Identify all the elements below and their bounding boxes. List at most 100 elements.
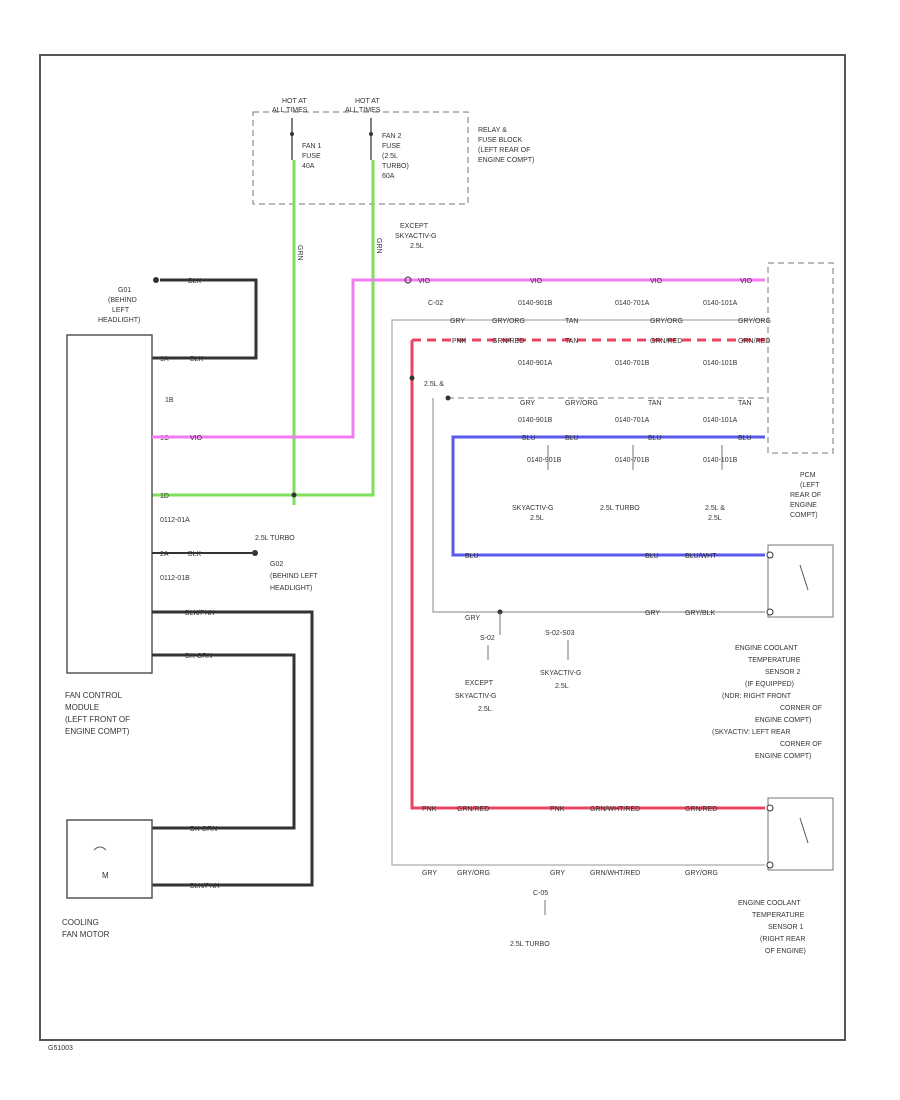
wire-motor-2	[152, 653, 296, 830]
wire-label-vio-5: VIO	[740, 278, 753, 285]
wire-label-motor-4: BLK/PNK	[190, 883, 220, 890]
wire-label-grn-2: GRN	[375, 238, 382, 254]
wire-label-blu-6: BLU	[645, 553, 659, 560]
svg-text:OF ENGINE): OF ENGINE)	[765, 948, 806, 955]
wire-red	[410, 340, 765, 810]
svg-text:(LEFT: (LEFT	[800, 482, 820, 489]
svg-text:1A: 1A	[160, 356, 169, 363]
except-top: EXCEPT	[400, 223, 429, 230]
svg-text:ENGINE COMPT): ENGINE COMPT)	[755, 717, 811, 724]
fuse1-label: FAN 1	[302, 143, 322, 150]
pcm-row-3: 0140-901B 0140-701A 0140-101A	[518, 417, 738, 424]
except-top-c: 2.5L	[410, 243, 424, 250]
svg-text:ENGINE COMPT): ENGINE COMPT)	[755, 753, 811, 760]
splice-s02-s03: S-02-S03	[545, 630, 575, 637]
relay-box-labels: HOT AT ALL TIMES HOT AT ALL TIMES FAN 1 …	[272, 98, 534, 180]
svg-text:SKYACTIV-G: SKYACTIV-G	[512, 505, 554, 512]
relay-box-name: RELAY &	[478, 127, 507, 134]
g01-label-d: HEADLIGHT)	[98, 317, 140, 324]
wire-label-grnred-4: GRN/RED	[457, 806, 489, 813]
wire-label-bluwht: BLU/WHT	[685, 553, 717, 560]
fcm-name-d: ENGINE COMPT)	[65, 727, 130, 736]
wire-label-gryorg-3: GRY/ORG	[685, 870, 718, 877]
ect2-label: ENGINE COOLANT TEMPERATURE SENSOR 2 (IF …	[712, 645, 822, 760]
wire-label-motor-3: DK GRN	[190, 826, 217, 833]
wire-label-grnred-3: GRN/RED	[738, 338, 770, 345]
svg-text:0140-901B: 0140-901B	[518, 300, 553, 307]
pcm-row-1: 0140-901B 0140-701A 0140-101A	[518, 300, 738, 307]
svg-text:ENGINE COOLANT: ENGINE COOLANT	[735, 645, 798, 652]
svg-text:0140-701A: 0140-701A	[615, 417, 650, 424]
svg-text:PCM: PCM	[800, 472, 816, 479]
label-25l-and: 2.5L &	[424, 381, 444, 388]
svg-text:0140-901B: 0140-901B	[518, 417, 553, 424]
motor-name: COOLING	[62, 918, 99, 927]
pcm-box	[767, 262, 834, 454]
wire-label-grnred-2: GRN/RED	[650, 338, 682, 345]
wire-label-grnred-5: GRN/RED	[685, 806, 717, 813]
fcm-connector-b: 0112-01B	[160, 575, 190, 582]
fcm-pins: 1A 1B 1C 1D 2A 0112-01A 0112-01B	[160, 356, 190, 582]
svg-text:2.5L &: 2.5L &	[705, 505, 725, 512]
svg-text:ENGINE COOLANT: ENGINE COOLANT	[738, 900, 801, 907]
wire-label-motor-1: BLK/PNK	[185, 610, 215, 617]
fuse2-label-c: (2.5L	[382, 153, 398, 160]
wire-label-blk-1: BLK	[188, 278, 202, 285]
splice-s02: S-02	[480, 635, 495, 642]
relay-box-name-d: ENGINE COMPT)	[478, 157, 534, 164]
fcm-name: FAN CONTROL	[65, 691, 122, 700]
wire-label-blu-3: BLU	[648, 435, 662, 442]
footer-code: G51003	[48, 1045, 73, 1052]
g02-label: G02	[270, 561, 283, 568]
wire-label-vio-1: VIO	[190, 435, 203, 442]
wire-label-grnwhtred-2: GRN/WHT/RED	[590, 870, 640, 877]
wire-label-gry-4: GRY	[645, 610, 660, 617]
wire-label-vio-2: VIO	[418, 278, 431, 285]
svg-text:2.5L: 2.5L	[530, 515, 544, 522]
hot-label-2b: ALL TIMES	[345, 107, 381, 114]
svg-text:1D: 1D	[160, 493, 169, 500]
wire-label-gry-6: GRY	[550, 870, 565, 877]
wire-label-tan-3: TAN	[648, 400, 661, 407]
wire-label-vio-3: VIO	[530, 278, 543, 285]
svg-text:0140-101B: 0140-101B	[703, 457, 738, 464]
wire-label-tan-4: TAN	[738, 400, 751, 407]
svg-text:SENSOR 1: SENSOR 1	[768, 924, 804, 931]
svg-text:TEMPERATURE: TEMPERATURE	[752, 912, 805, 919]
fcm-name-c: (LEFT FRONT OF	[65, 715, 130, 724]
fuse1-label-b: FUSE	[302, 153, 321, 160]
relay-box-name-c: (LEFT REAR OF	[478, 147, 530, 154]
fuse2-label-b: FUSE	[382, 143, 401, 150]
wire-motor-1	[152, 610, 314, 887]
hot-label-1: HOT AT	[282, 98, 307, 105]
fan-control-module	[66, 334, 153, 674]
wire-label-grnred-1: GRN/RED	[492, 338, 524, 345]
wire-label-tan-2: TAN	[565, 338, 578, 345]
relay-box-name-b: FUSE BLOCK	[478, 137, 523, 144]
svg-text:(IF EQUIPPED): (IF EQUIPPED)	[745, 681, 794, 688]
sky-bot-b: 2.5L	[555, 683, 569, 690]
svg-text:1B: 1B	[165, 397, 174, 404]
wire-label-gry-1: GRY	[450, 318, 465, 325]
svg-text:0140-101A: 0140-101A	[703, 417, 738, 424]
wire-label-grnwhtred: GRN/WHT/RED	[590, 806, 640, 813]
svg-text:0140-901A: 0140-901A	[518, 360, 553, 367]
wire-label-tan-1: TAN	[565, 318, 578, 325]
g01-label: G01	[118, 287, 131, 294]
g02-label-c: HEADLIGHT)	[270, 585, 312, 592]
wire-label-gryblk: GRY/BLK	[685, 610, 716, 617]
wire-label-gryora-1: GRY/ORG	[492, 318, 525, 325]
wire-label-gry-3: GRY	[465, 615, 480, 622]
pcm-row-2: 0140-901A 0140-701B 0140-101B	[518, 360, 738, 367]
svg-text:2A: 2A	[160, 551, 169, 558]
turbo-bottom: 2.5L TURBO	[510, 941, 550, 948]
wire-label-blu-4: BLU	[738, 435, 752, 442]
fuse2-label: FAN 2	[382, 133, 402, 140]
diagram-frame	[39, 54, 846, 1041]
connector-c02: C-02	[428, 300, 443, 307]
motor-name-b: FAN MOTOR	[62, 930, 110, 939]
connector-c05: C-05	[533, 890, 548, 897]
svg-text:0140-101B: 0140-101B	[703, 360, 738, 367]
ect1-label: ENGINE COOLANT TEMPERATURE SENSOR 1 (RIG…	[738, 900, 806, 955]
except-bot-b: SKYACTIV-G	[455, 693, 497, 700]
